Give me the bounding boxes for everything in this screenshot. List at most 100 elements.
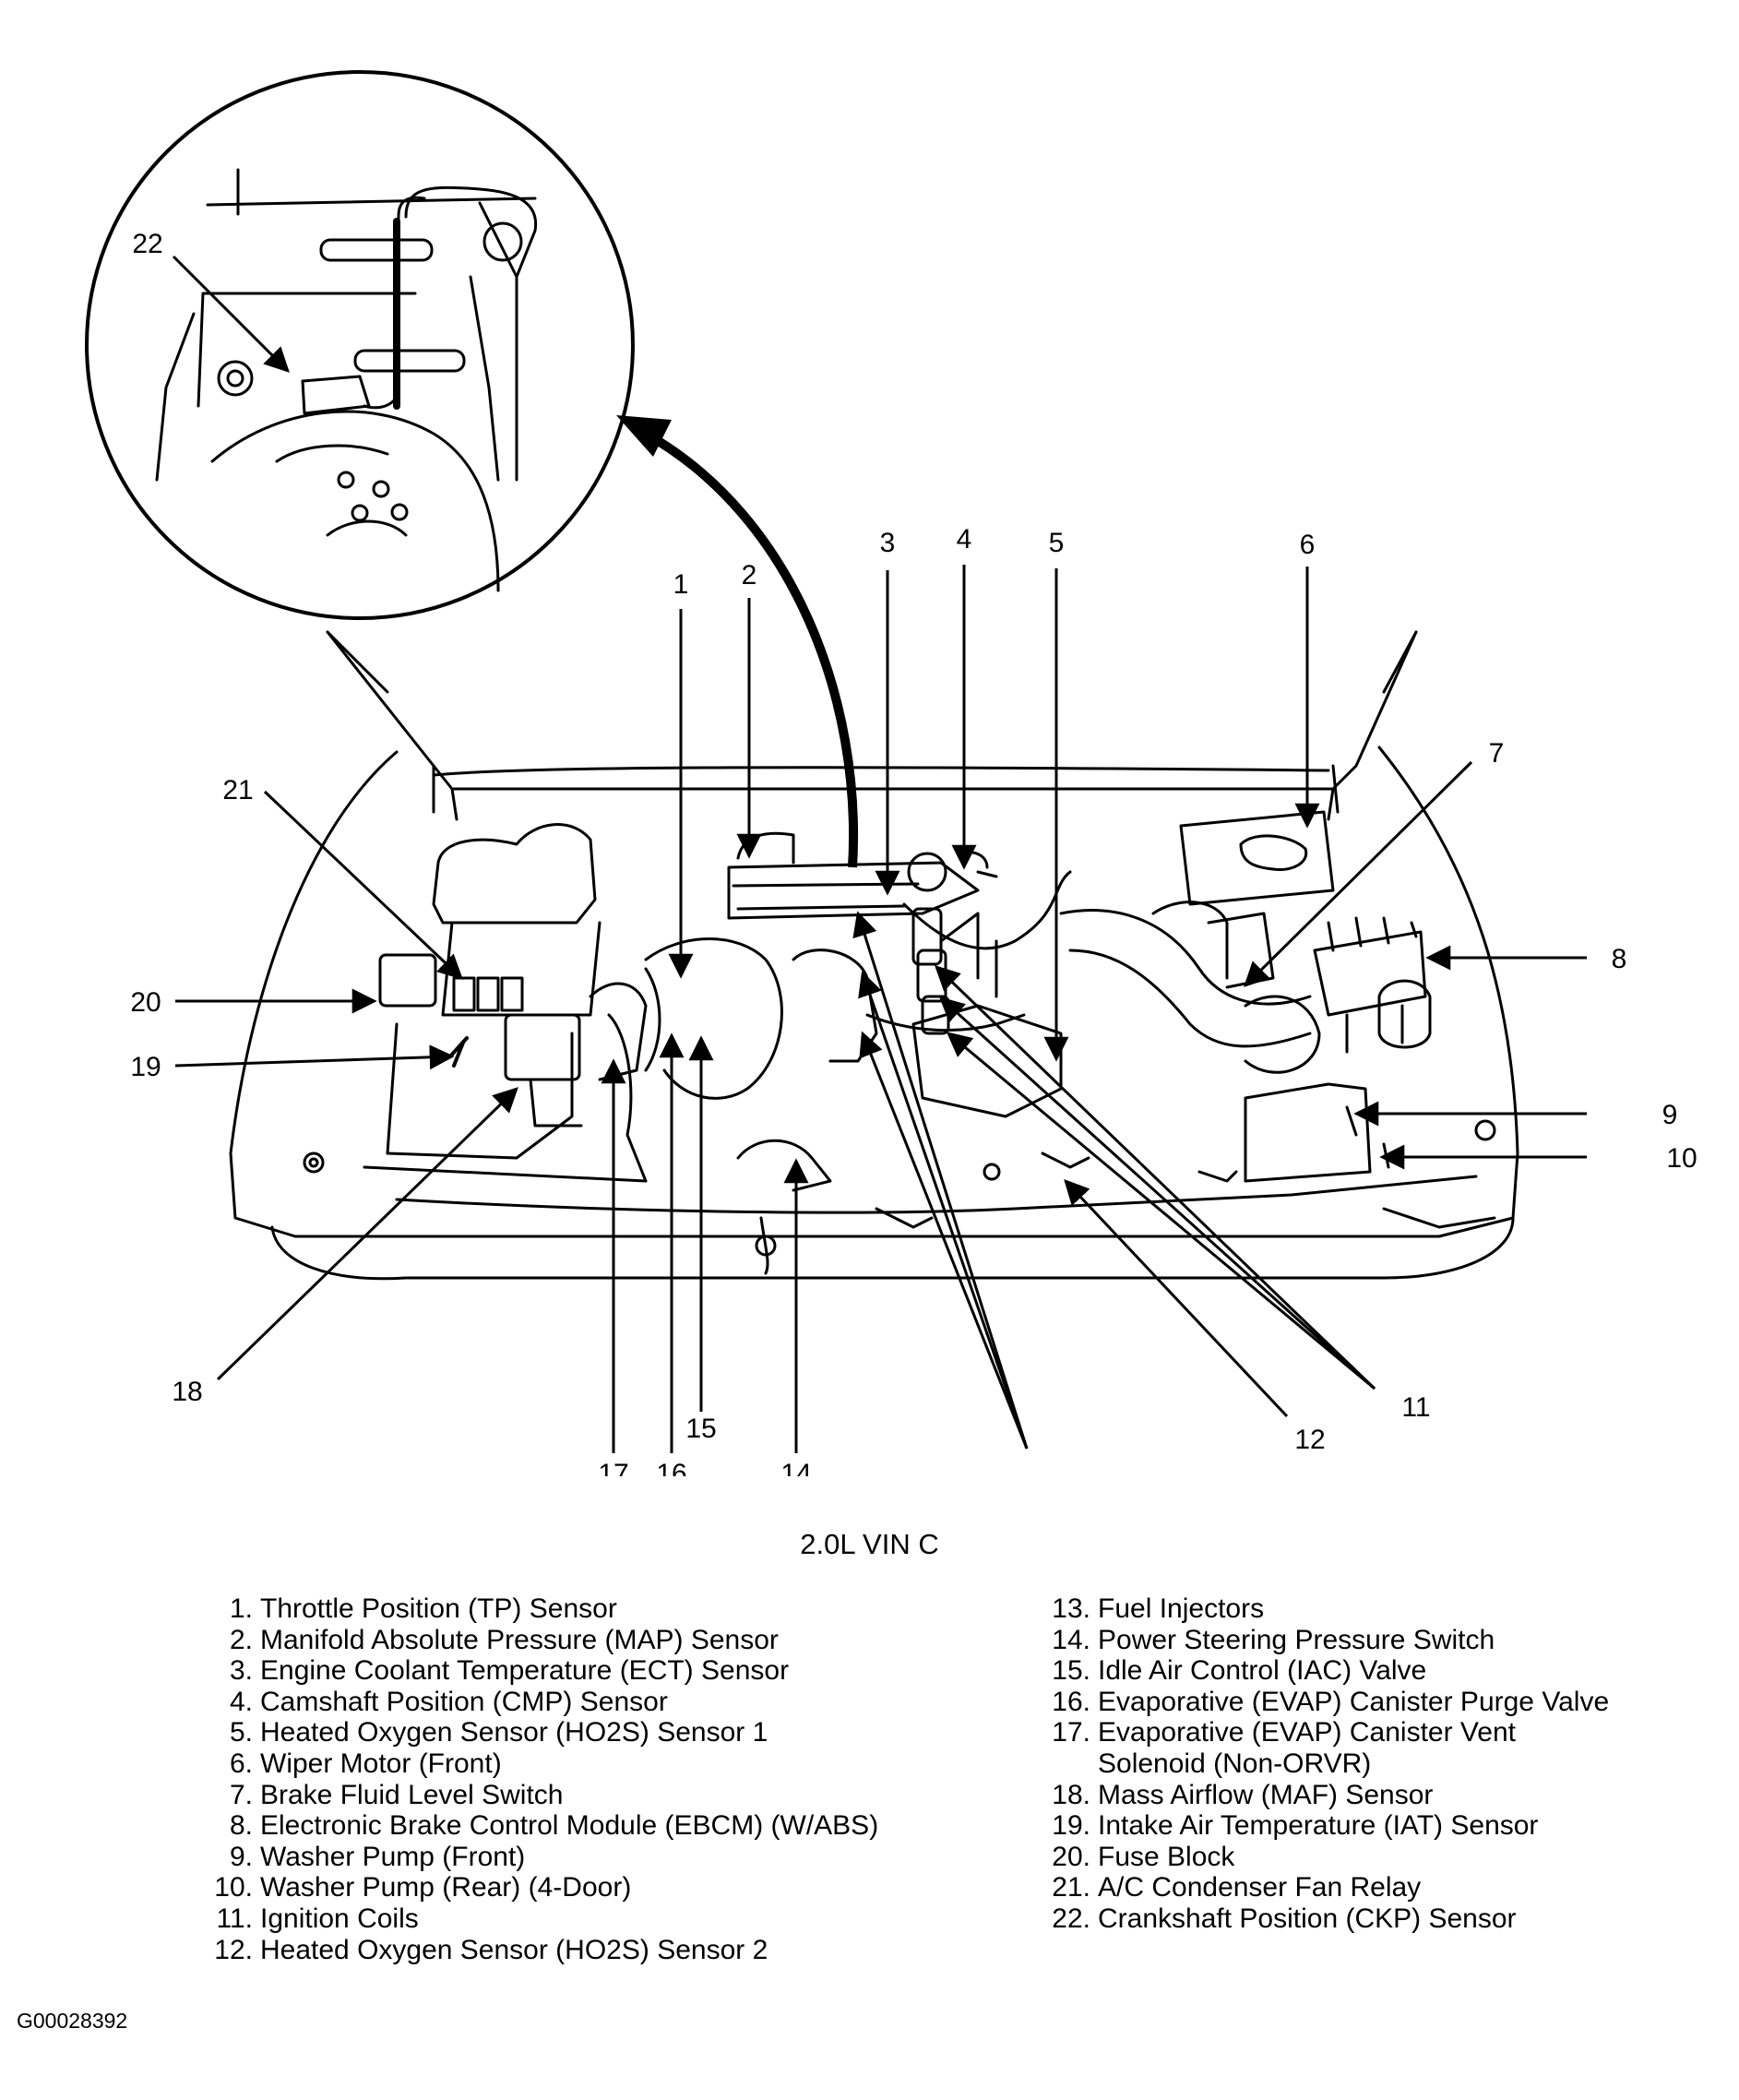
legend-item-text: Ignition Coils bbox=[260, 1903, 419, 1934]
legend-item: 21. A/C Condenser Fan Relay bbox=[1018, 1872, 1609, 1903]
callout-13: 13 bbox=[1024, 1475, 1054, 1476]
callout-8: 8 bbox=[1612, 944, 1627, 974]
legend-item-number: 4. bbox=[229, 1686, 253, 1717]
legend-item-number: 11. bbox=[216, 1903, 253, 1934]
legend-item-text: Electronic Brake Control Module (EBCM) (… bbox=[260, 1810, 879, 1842]
legend-item: 10.Washer Pump (Rear) (4-Door) bbox=[185, 1872, 878, 1903]
legend-item: 22. Crankshaft Position (CKP) Sensor bbox=[1018, 1903, 1609, 1935]
legend-item-number: 20. bbox=[1052, 1841, 1090, 1872]
legend-item-number: 21. bbox=[1052, 1872, 1090, 1903]
legend-item-number: 9. bbox=[229, 1841, 253, 1872]
callout-17: 17 bbox=[598, 1459, 628, 1476]
legend-item-number: 6. bbox=[229, 1748, 253, 1779]
legend-item-text: Heated Oxygen Sensor (HO2S) Sensor 2 bbox=[260, 1934, 768, 1965]
legend-item-number: 22. bbox=[1052, 1903, 1090, 1934]
legend-item-text: Camshaft Position (CMP) Sensor bbox=[260, 1686, 668, 1717]
legend-item-number: 7. bbox=[229, 1779, 253, 1810]
callout-10: 10 bbox=[1666, 1143, 1697, 1174]
callout-12: 12 bbox=[1294, 1425, 1325, 1455]
legend-item-number: 2. bbox=[229, 1624, 253, 1655]
legend-item-text: Brake Fluid Level Switch bbox=[260, 1779, 564, 1810]
callout-15: 15 bbox=[685, 1414, 716, 1444]
legend-item-number: 3. bbox=[229, 1655, 253, 1687]
legend-item-text: Intake Air Temperature (IAT) Sensor bbox=[1098, 1810, 1539, 1842]
legend-item-text: Heated Oxygen Sensor (HO2S) Sensor 1 bbox=[260, 1717, 768, 1748]
callout-18: 18 bbox=[172, 1377, 202, 1407]
detail-inset bbox=[85, 70, 635, 620]
legend-item: Solenoid (Non-ORVR) bbox=[1018, 1748, 1609, 1780]
legend-item: 13.Fuel Injectors bbox=[1018, 1593, 1609, 1625]
legend-item: 15.Idle Air Control (IAC) Valve bbox=[1018, 1655, 1609, 1687]
callout-11: 11 bbox=[1401, 1392, 1430, 1423]
legend-item-number: 15. bbox=[1052, 1655, 1090, 1687]
legend-item: 4.Camshaft Position (CMP) Sensor bbox=[185, 1687, 878, 1718]
detail-arrow bbox=[643, 429, 858, 868]
legend-item-text: Washer Pump (Rear) (4-Door) bbox=[260, 1872, 632, 1903]
legend-item: 9.Washer Pump (Front) bbox=[185, 1842, 878, 1873]
callout-2: 2 bbox=[742, 560, 757, 591]
callout-labels: 1 2 3 4 5 6 7 8 9 10 11 12 13 14 15 16 1… bbox=[130, 229, 1697, 1476]
legend-item: 14. Power Steering Pressure Switch bbox=[1018, 1625, 1609, 1656]
legend-item-number: 12. bbox=[214, 1934, 253, 1965]
callout-5: 5 bbox=[1049, 528, 1065, 558]
callout-4: 4 bbox=[957, 524, 972, 555]
legend-item-text: Washer Pump (Front) bbox=[260, 1841, 526, 1872]
callout-1: 1 bbox=[673, 569, 689, 600]
legend-item-text: Wiper Motor (Front) bbox=[260, 1748, 502, 1779]
callout-19: 19 bbox=[130, 1052, 161, 1082]
legend-item: 12.Heated Oxygen Sensor (HO2S) Sensor 2 bbox=[185, 1935, 878, 1966]
legend-item-number: 1. bbox=[229, 1593, 253, 1624]
callout-22: 22 bbox=[132, 229, 162, 259]
callout-16: 16 bbox=[656, 1459, 686, 1476]
figure-caption: 2.0L VIN C bbox=[800, 1528, 939, 1560]
callout-6: 6 bbox=[1300, 530, 1316, 560]
legend-item-number: 5. bbox=[229, 1717, 253, 1748]
legend-item: 16. Evaporative (EVAP) Canister Purge Val… bbox=[1018, 1687, 1609, 1718]
legend-item-text: Mass Airflow (MAF) Sensor bbox=[1098, 1779, 1434, 1810]
legend-item-text: A/C Condenser Fan Relay bbox=[1098, 1872, 1422, 1903]
legend-item-text: Fuse Block bbox=[1098, 1841, 1235, 1872]
figure-id: G00028392 bbox=[17, 2009, 128, 2033]
legend-item: 17. Evaporative (EVAP) Canister Vent bbox=[1018, 1717, 1609, 1748]
legend-item-text: Engine Coolant Temperature (ECT) Sensor bbox=[260, 1655, 790, 1687]
detail-arrowhead bbox=[616, 415, 672, 457]
legend-item: 18. Mass Airflow (MAF) Sensor bbox=[1018, 1780, 1609, 1811]
legend-item-number: 13. bbox=[1052, 1593, 1090, 1624]
callout-21: 21 bbox=[222, 775, 253, 805]
legend-item: 2.Manifold Absolute Pressure (MAP) Senso… bbox=[185, 1625, 878, 1656]
legend-item-number: 19. bbox=[1052, 1810, 1090, 1842]
engine-component-diagram: 1 2 3 4 5 6 7 8 9 10 11 12 13 14 15 16 1… bbox=[85, 70, 1697, 1476]
callout-14: 14 bbox=[780, 1459, 811, 1476]
legend-item-text: Manifold Absolute Pressure (MAP) Sensor bbox=[260, 1624, 779, 1655]
legend-item: 5.Heated Oxygen Sensor (HO2S) Sensor 1 bbox=[185, 1717, 878, 1748]
legend-item: 8.Electronic Brake Control Module (EBCM)… bbox=[185, 1810, 878, 1842]
legend-item-text: Idle Air Control (IAC) Valve bbox=[1098, 1655, 1427, 1687]
legend-item: 1.Throttle Position (TP) Sensor bbox=[185, 1593, 878, 1625]
legend-item: 19.Intake Air Temperature (IAT) Sensor bbox=[1018, 1810, 1609, 1842]
callout-3: 3 bbox=[880, 528, 896, 558]
callout-7: 7 bbox=[1489, 738, 1505, 769]
legend-item-text: Evaporative (EVAP) Canister Vent bbox=[1098, 1717, 1516, 1748]
legend-item-text: Crankshaft Position (CKP) Sensor bbox=[1098, 1903, 1517, 1934]
legend-item: 20. Fuse Block bbox=[1018, 1842, 1609, 1873]
legend-item-number: 16. bbox=[1052, 1686, 1090, 1717]
legend-item: 3.Engine Coolant Temperature (ECT) Senso… bbox=[185, 1655, 878, 1687]
legend-item-number: 8. bbox=[229, 1810, 253, 1842]
legend-item-text: Solenoid (Non-ORVR) bbox=[1098, 1748, 1372, 1779]
callout-9: 9 bbox=[1662, 1100, 1678, 1130]
engine-bay bbox=[229, 630, 1519, 1281]
legend-item-number: 18. bbox=[1052, 1779, 1090, 1810]
legend-item-number: 14. bbox=[1052, 1624, 1090, 1655]
legend-item-text: Evaporative (EVAP) Canister Purge Valve bbox=[1098, 1686, 1610, 1717]
legend-item: 7.Brake Fluid Level Switch bbox=[185, 1780, 878, 1811]
legend-item-number bbox=[1018, 1748, 1090, 1780]
callout-20: 20 bbox=[130, 987, 161, 1018]
legend-item-number: 17. bbox=[1052, 1717, 1090, 1748]
legend-item: 6.Wiper Motor (Front) bbox=[185, 1748, 878, 1780]
leader-lines bbox=[172, 255, 1587, 1453]
legend-item-text: Power Steering Pressure Switch bbox=[1098, 1624, 1495, 1655]
legend-item-number: 10. bbox=[214, 1872, 253, 1903]
legend-item: 11.Ignition Coils bbox=[185, 1903, 878, 1935]
